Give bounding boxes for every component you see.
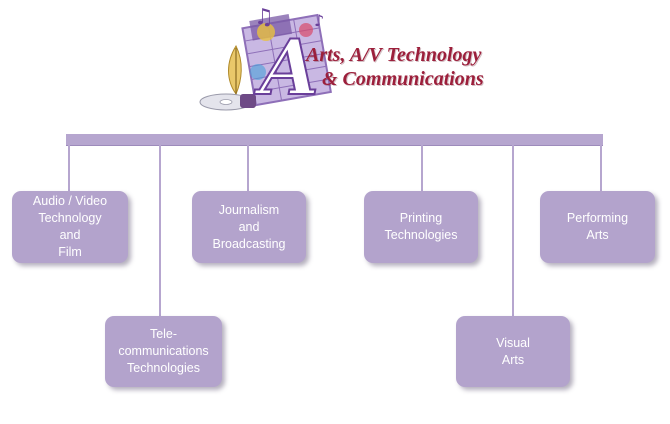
node-printing-technologies: Printing Technologies <box>364 191 478 263</box>
svg-text:A: A <box>254 23 319 112</box>
connector-bar <box>66 134 603 146</box>
arts-emblem-icon: ♫ ♪ A <box>199 5 332 113</box>
header-title-line1: Arts, A/V Technology <box>306 44 482 66</box>
node-performing-arts: Performing Arts <box>540 191 655 263</box>
node-journalism-broadcasting: Journalism and Broadcasting <box>192 191 306 263</box>
connector-line-audio-video <box>68 145 70 193</box>
node-telecommunications: Tele- communications Technologies <box>105 316 222 387</box>
svg-text:♫: ♫ <box>254 5 274 30</box>
connector-line-journalism <box>247 145 249 192</box>
connector-line-printing <box>421 145 423 192</box>
node-audio-video-technology: Audio / Video Technology and Film <box>12 191 128 263</box>
connector-line-performing-arts <box>600 145 602 192</box>
header-title: Arts, A/V Technology & Communications <box>306 44 484 90</box>
svg-text:♪: ♪ <box>314 11 324 30</box>
header-title-line2: & Communications <box>322 68 484 90</box>
connector-line-visual-arts <box>512 145 514 317</box>
connector-line-telecommunications <box>159 145 161 317</box>
header-logo: ♫ ♪ A Arts, A/V Technology & Communicati… <box>196 2 506 114</box>
node-visual-arts: Visual Arts <box>456 316 570 387</box>
